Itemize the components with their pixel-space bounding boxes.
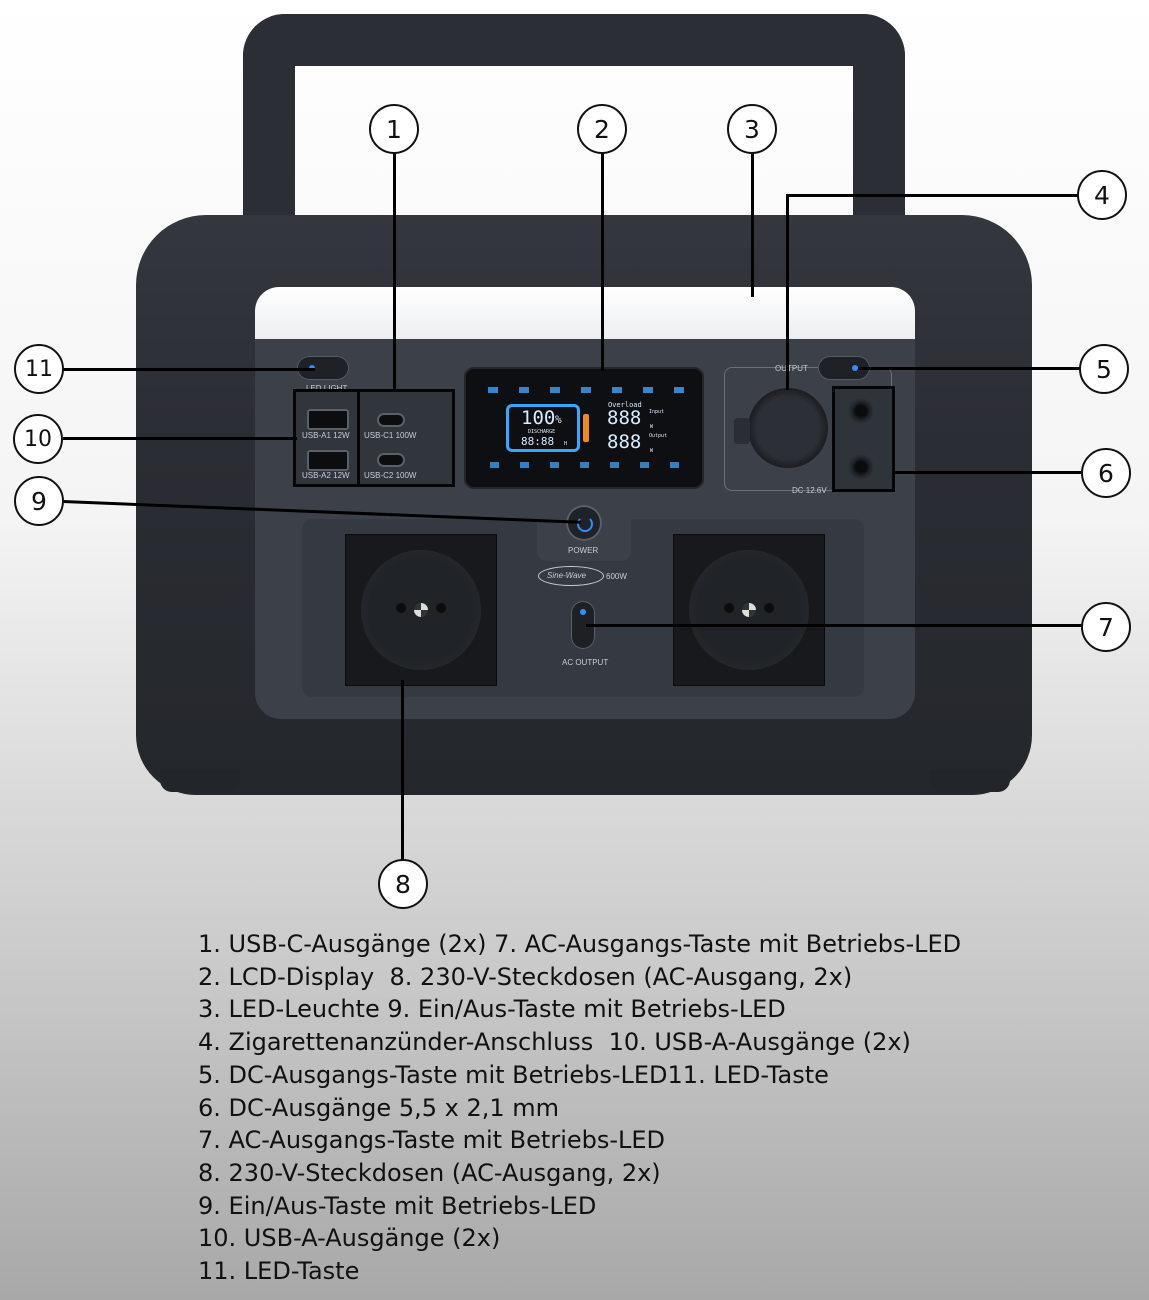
- lcd-status-icons: [488, 387, 684, 393]
- lcd-percent: 100: [521, 407, 556, 429]
- usb-a2-port[interactable]: [307, 450, 349, 471]
- lcd-battery: [506, 404, 580, 452]
- power-label: POWER: [568, 546, 599, 555]
- ac-socket-right[interactable]: [673, 534, 825, 686]
- legend-item: 3. LED-Leuchte 9. Ein/Aus-Taste mit Betr…: [198, 995, 786, 1024]
- callout-2: 2: [577, 104, 627, 154]
- sine-wave-icon: [538, 566, 604, 586]
- socket-cap-latch: [734, 418, 750, 444]
- dc-voltage-label: DC 12.6V: [792, 486, 827, 495]
- callout-11: 11: [14, 344, 64, 394]
- socket-screw: [414, 603, 428, 617]
- leader-line-3: [751, 153, 754, 297]
- lcd-time-unit: H: [564, 441, 568, 447]
- leader-line-4-h: [786, 194, 1078, 197]
- ac-led-indicator: [580, 609, 586, 615]
- usb-c2-port[interactable]: [377, 453, 405, 467]
- lcd-overload-label: Overload: [608, 401, 642, 409]
- lcd-output-unit: W: [650, 448, 654, 454]
- carry-handle: [243, 14, 905, 274]
- leader-line-1: [393, 153, 396, 391]
- leader-line-2: [601, 153, 604, 371]
- usb-a1-port[interactable]: [307, 409, 349, 430]
- lcd-input-label: Input: [649, 409, 665, 415]
- ac-socket-left[interactable]: [345, 534, 497, 686]
- dc-port-1[interactable]: [848, 398, 874, 424]
- usb-c1-label: USB-C1 100W: [364, 431, 417, 440]
- lcd-input-unit: W: [650, 424, 654, 430]
- legend-item: 5. DC-Ausgangs-Taste mit Betriebs-LED11.…: [198, 1060, 829, 1089]
- leader-line-7: [586, 624, 1082, 627]
- callout-1: 1: [369, 104, 419, 154]
- leader-line-6: [893, 471, 1081, 474]
- led-light-label: LED LIGHT: [306, 384, 347, 393]
- socket-screw: [742, 603, 756, 617]
- legend-item: 8. 230-V-Steckdosen (AC-Ausgang, 2x): [198, 1158, 661, 1187]
- lcd-percent-sign: %: [555, 413, 562, 426]
- cigarette-lighter-socket[interactable]: [748, 388, 828, 468]
- output-label: OUTPUT: [775, 364, 808, 373]
- ac-output-label: AC OUTPUT: [562, 658, 609, 667]
- lcd-battery-tip: [583, 414, 589, 442]
- lcd-input-value: 888: [607, 407, 642, 429]
- socket-pin-left: [724, 603, 734, 613]
- callout-7: 7: [1081, 602, 1131, 652]
- legend-item: 6. DC-Ausgänge 5,5 x 2,1 mm: [198, 1093, 559, 1122]
- callout-3: 3: [727, 104, 777, 154]
- callout-9: 9: [14, 476, 64, 526]
- callout-10: 10: [13, 414, 63, 464]
- usb-a2-label: USB-A2 12W: [302, 471, 350, 480]
- callout-6: 6: [1081, 448, 1131, 498]
- legend-item: 1. USB-C-Ausgänge (2x) 7. AC-Ausgangs-Ta…: [198, 930, 962, 958]
- power-station: LED LIGHT USB-A1 12W USB-A2 12W USB-C1 1…: [136, 14, 1032, 795]
- legend-list: 1. USB-C-Ausgänge (2x) 7. AC-Ausgangs-Ta…: [198, 928, 961, 1288]
- leader-line-11: [63, 368, 315, 371]
- lcd-bottom-icons: [490, 462, 680, 468]
- wattage-label: 600W: [606, 572, 627, 581]
- usb-a1-label: USB-A1 12W: [302, 431, 350, 440]
- legend-item: 11. LED-Taste: [198, 1257, 360, 1286]
- leader-line-8: [401, 680, 404, 860]
- led-light-strip: [255, 287, 915, 339]
- legend-item: 7. AC-Ausgangs-Taste mit Betriebs-LED: [198, 1126, 666, 1155]
- usb-c2-label: USB-C2 100W: [364, 471, 417, 480]
- dc-port-2[interactable]: [848, 454, 874, 480]
- lcd-time: 88:88: [521, 435, 555, 448]
- leader-line-10: [63, 437, 297, 440]
- legend-item: 9. Ein/Aus-Taste mit Betriebs-LED: [198, 1191, 597, 1220]
- usb-divider: [357, 389, 360, 487]
- socket-pin-right: [764, 603, 774, 613]
- device-foot-left: [160, 770, 240, 792]
- legend-item: 2. LCD-Display 8. 230-V-Steckdosen (AC-A…: [198, 962, 853, 991]
- lcd-output-value: 888: [607, 431, 642, 453]
- callout-5: 5: [1079, 344, 1129, 394]
- legend-item: 4. Zigarettenanzünder-Anschluss 10. USB-…: [198, 1028, 911, 1057]
- callout-4: 4: [1077, 170, 1127, 220]
- lcd-display: 100 % DISCHARGE 88:88 H Overload 888 Inp…: [464, 367, 704, 489]
- lcd-output-label: Output: [649, 433, 668, 439]
- dc-led-indicator: [852, 365, 858, 371]
- leader-line-4-v: [786, 194, 789, 390]
- callout-8: 8: [378, 859, 428, 909]
- socket-pin-left: [396, 603, 406, 613]
- leader-line-5: [858, 367, 1080, 370]
- legend-item: 10. USB-A-Ausgänge (2x): [198, 1224, 501, 1253]
- usb-c1-port[interactable]: [377, 413, 405, 427]
- lcd-discharge-label: DISCHARGE: [528, 429, 556, 435]
- device-foot-right: [930, 770, 1010, 792]
- socket-pin-right: [436, 603, 446, 613]
- power-icon: [577, 516, 593, 532]
